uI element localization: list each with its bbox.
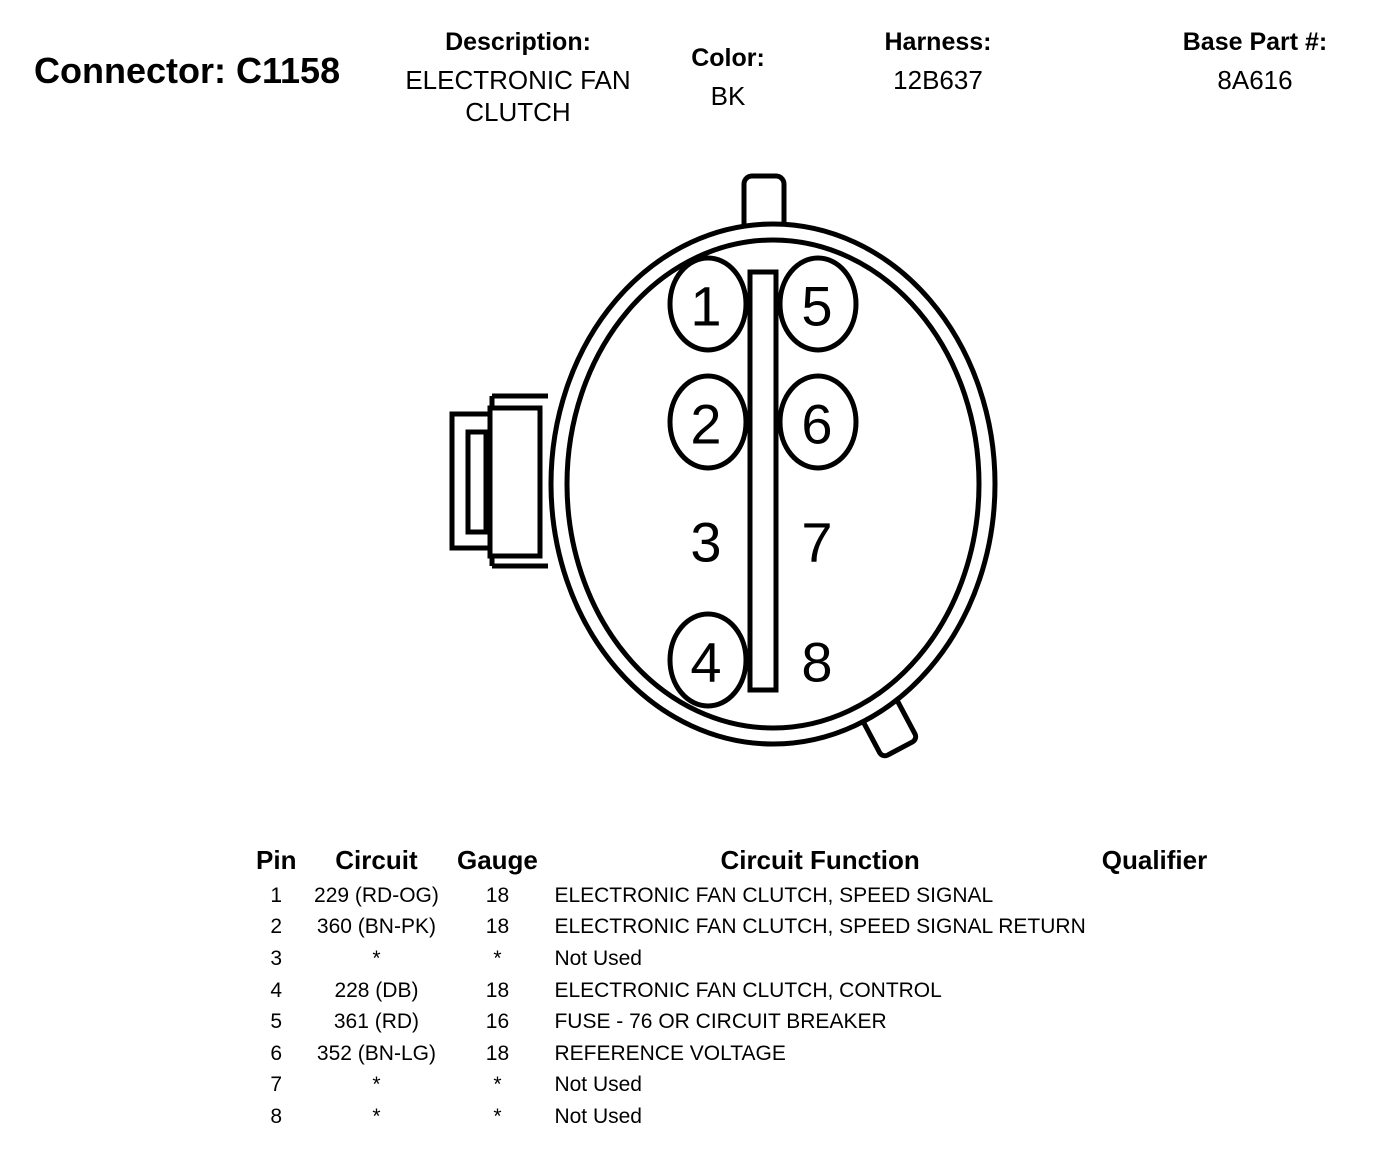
cell-gauge: 18: [485, 883, 510, 907]
pinout-header-row: Pin Circuit Gauge Circuit Function Quali…: [248, 842, 1215, 880]
pin-label-1: 1: [690, 275, 721, 338]
cell-circuit: 360 (BN-PK): [316, 915, 436, 939]
header-pin: Pin: [256, 844, 297, 875]
cell-pin: 1: [270, 883, 283, 907]
table-row: 5 361 (RD) 16 FUSE - 76 OR CIRCUIT BREAK…: [248, 1006, 1215, 1038]
cell-qualifier: [1094, 975, 1215, 1007]
cell-circuit: 229 (RD-OG): [314, 883, 439, 907]
pin-label-7: 7: [801, 511, 832, 574]
table-row: 1 229 (RD-OG) 18 ELECTRONIC FAN CLUTCH, …: [248, 880, 1215, 912]
cell-function: Not Used: [554, 946, 642, 970]
cell-qualifier: [1094, 943, 1215, 975]
color-label: Color:: [691, 44, 765, 72]
base-part-value: 8A616: [1217, 65, 1293, 95]
pinout-table: Pin Circuit Gauge Circuit Function Quali…: [248, 842, 1215, 1133]
cell-function: ELECTRONIC FAN CLUTCH, SPEED SIGNAL: [554, 883, 994, 907]
header-circuit-function: Circuit Function: [720, 844, 920, 875]
header-circuit: Circuit: [335, 844, 418, 875]
color-value: BK: [710, 81, 746, 111]
cell-function: FUSE - 76 OR CIRCUIT BREAKER: [554, 1010, 887, 1034]
cell-qualifier: [1094, 1101, 1215, 1133]
cell-pin: 6: [270, 1041, 283, 1065]
table-row: 7 * * Not Used: [248, 1070, 1215, 1102]
harness-value: 12B637: [893, 65, 983, 95]
header-qualifier: Qualifier: [1101, 844, 1208, 875]
cell-pin: 2: [270, 915, 283, 939]
cell-pin: 7: [270, 1073, 283, 1097]
table-row: 4 228 (DB) 18 ELECTRONIC FAN CLUTCH, CON…: [248, 975, 1215, 1007]
cavity-2: [667, 373, 749, 471]
connector-title: Connector: C1158: [34, 50, 341, 91]
cell-circuit: 228 (DB): [334, 978, 419, 1002]
cell-gauge: *: [493, 946, 502, 970]
connector-face-diagram: 1 2 3 4 5 6 7 8: [449, 173, 998, 759]
cell-qualifier: [1094, 880, 1215, 912]
description-value: ELECTRONIC FAN CLUTCH: [405, 65, 631, 127]
header-gauge: Gauge: [456, 844, 538, 875]
cell-circuit: *: [372, 1104, 381, 1128]
cell-circuit: *: [372, 1073, 381, 1097]
cavity-5: [777, 255, 859, 353]
cell-pin: 8: [270, 1104, 283, 1128]
cavity-4: [667, 611, 749, 709]
table-row: 8 * * Not Used: [248, 1101, 1215, 1133]
cell-circuit: 361 (RD): [333, 1010, 420, 1034]
pin-label-3: 3: [690, 511, 721, 574]
cell-gauge: 18: [485, 978, 510, 1002]
cell-qualifier: [1094, 1070, 1215, 1102]
cell-function: ELECTRONIC FAN CLUTCH, CONTROL: [554, 978, 942, 1002]
table-row: 6 352 (BN-LG) 18 REFERENCE VOLTAGE: [248, 1038, 1215, 1070]
pin-label-4: 4: [690, 631, 721, 694]
cell-gauge: 18: [485, 1041, 510, 1065]
cell-qualifier: [1094, 912, 1215, 944]
pin-label-2: 2: [690, 393, 721, 456]
description-label: Description:: [445, 28, 591, 56]
cell-function: ELECTRONIC FAN CLUTCH, SPEED SIGNAL RETU…: [554, 915, 1086, 939]
cell-circuit: *: [372, 946, 381, 970]
cell-gauge: *: [493, 1104, 502, 1128]
cell-function: Not Used: [554, 1104, 642, 1128]
cell-function: Not Used: [554, 1073, 642, 1097]
cell-pin: 5: [270, 1010, 283, 1034]
cell-qualifier: [1094, 1038, 1215, 1070]
connector-inner-shell: [564, 237, 982, 731]
cell-function: REFERENCE VOLTAGE: [554, 1041, 786, 1065]
cavity-1: [667, 255, 749, 353]
center-divider: [747, 269, 779, 693]
cell-pin: 4: [270, 978, 283, 1002]
side-lock-latch: [449, 393, 548, 569]
pin-label-5: 5: [801, 275, 832, 338]
table-row: 2 360 (BN-PK) 18 ELECTRONIC FAN CLUTCH, …: [248, 912, 1215, 944]
pin-label-6: 6: [801, 393, 832, 456]
cell-gauge: 16: [485, 1010, 510, 1034]
table-row: 3 * * Not Used: [248, 943, 1215, 975]
base-part-label: Base Part #:: [1182, 28, 1328, 56]
cavity-6: [777, 373, 859, 471]
cell-circuit: 352 (BN-LG): [316, 1041, 436, 1065]
harness-label: Harness:: [884, 28, 992, 56]
cell-gauge: 18: [485, 915, 510, 939]
pin-label-8: 8: [801, 631, 832, 694]
cell-pin: 3: [270, 946, 283, 970]
cell-qualifier: [1094, 1006, 1215, 1038]
cell-gauge: *: [493, 1073, 502, 1097]
